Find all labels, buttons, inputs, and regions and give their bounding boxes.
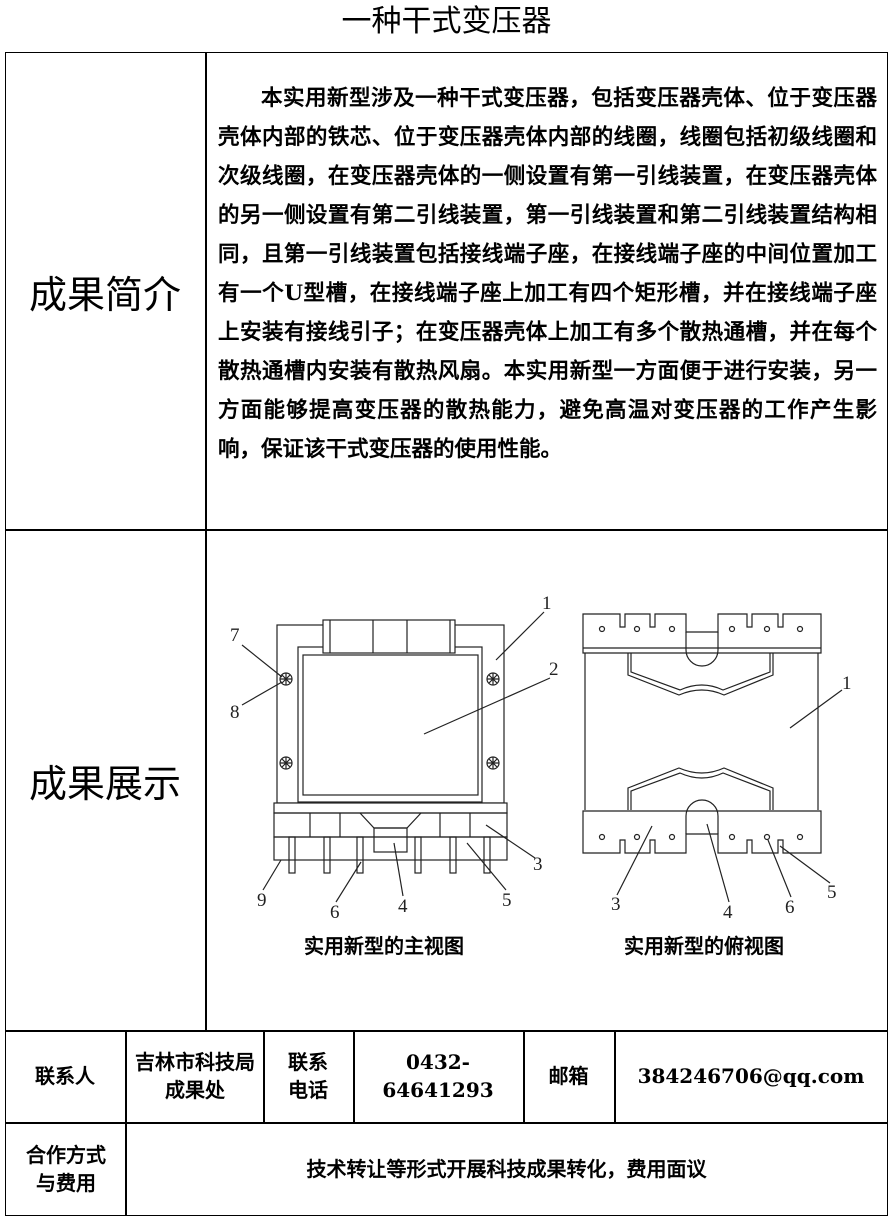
front-label: 3 — [533, 854, 543, 875]
front-label: 1 — [542, 593, 552, 614]
phone-value: 0432-64641293 — [382, 1050, 494, 1102]
contact-person-label: 联系人 — [35, 1064, 95, 1088]
phone-label: 联系电话 — [288, 1050, 328, 1102]
front-label: 4 — [398, 896, 408, 917]
front-label: 6 — [330, 902, 340, 923]
front-label: 7 — [230, 625, 240, 646]
divider — [125, 1030, 127, 1216]
cooperation-text: 技术转让等形式开展科技成果转化，费用面议 — [306, 1157, 707, 1181]
summary-text: 本实用新型涉及一种干式变压器，包括变压器壳体、位于变压器壳体内部的铁芯、位于变压… — [218, 86, 877, 462]
summary-heading: 成果简介 — [28, 272, 181, 317]
divider — [353, 1030, 355, 1122]
table-frame — [5, 52, 888, 1216]
holes — [598, 625, 804, 841]
page-title: 一种干式变压器 — [341, 4, 552, 39]
divider — [614, 1030, 616, 1122]
figures: 1 2 3 4 5 6 7 8 9 1 3 4 5 6 — [230, 593, 852, 923]
front-label: 2 — [549, 659, 559, 680]
front-view-caption: 实用新型的主视图 — [304, 934, 464, 958]
divider — [523, 1030, 525, 1122]
divider — [5, 1122, 888, 1124]
divider — [263, 1030, 265, 1122]
front-label: 5 — [502, 890, 512, 911]
top-view-drawing — [582, 613, 843, 903]
contact-person: 吉林市科技局成果处 — [135, 1050, 255, 1102]
top-label: 4 — [723, 902, 733, 923]
cooperation-label: 合作方式与费用 — [26, 1143, 106, 1195]
pins — [288, 836, 491, 874]
email-label: 邮箱 — [548, 1064, 589, 1088]
top-label: 1 — [842, 673, 852, 694]
front-label: 9 — [257, 890, 267, 911]
fan-icons — [279, 672, 500, 770]
top-view-caption: 实用新型的俯视图 — [624, 934, 784, 958]
front-view-drawing — [241, 611, 551, 903]
front-label: 8 — [230, 702, 240, 723]
top-label: 3 — [611, 894, 621, 915]
showcase-heading: 成果展示 — [28, 761, 181, 806]
divider — [5, 529, 888, 531]
top-label: 5 — [827, 882, 837, 903]
email-value[interactable]: 384246706@qq.com — [637, 1064, 865, 1088]
divider — [5, 1030, 888, 1032]
divider — [205, 52, 207, 1030]
top-label: 6 — [785, 897, 795, 918]
